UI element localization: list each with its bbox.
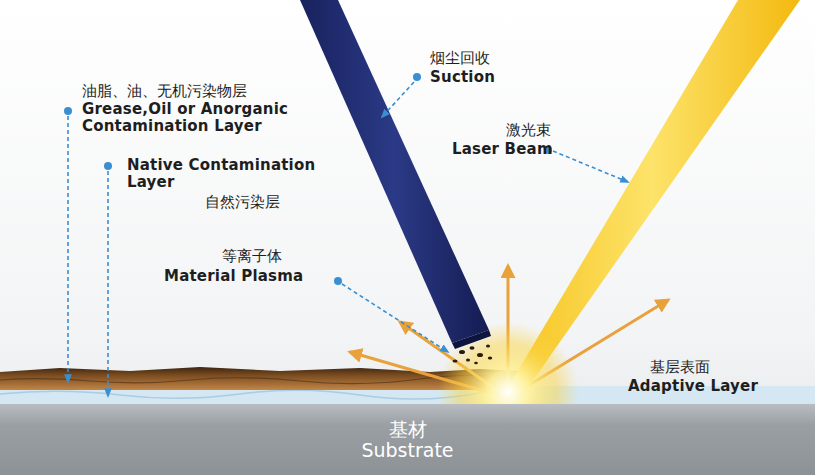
substrate-band: 基材Substrate [0, 404, 815, 475]
chinese-label: 自然污染层 [205, 194, 325, 211]
english-label: Grease,Oil or Anorganic Contamination La… [82, 101, 327, 136]
suction-nozzle [452, 330, 491, 349]
chinese-label: 油脂、油、无机污染物层 [82, 83, 342, 100]
chinese-label: 烟尘回收 [430, 50, 530, 67]
leader-lines [68, 82, 628, 396]
english-label: Native Contamination Layer [127, 157, 342, 192]
english-label: Laser Beam [452, 141, 562, 158]
chinese-label: 激光束 [506, 122, 596, 139]
english-label: Suction [430, 69, 530, 86]
debris-particles [453, 345, 493, 365]
substrate-label: 基材 [389, 419, 427, 440]
substrate-label: Substrate [361, 440, 453, 461]
leader-dots [64, 73, 552, 285]
chinese-label: 等离子体 [222, 248, 322, 265]
english-label: Adaptive Layer [628, 378, 798, 395]
english-label: Material Plasma [164, 268, 334, 285]
chinese-label: 基层表面 [650, 359, 770, 376]
